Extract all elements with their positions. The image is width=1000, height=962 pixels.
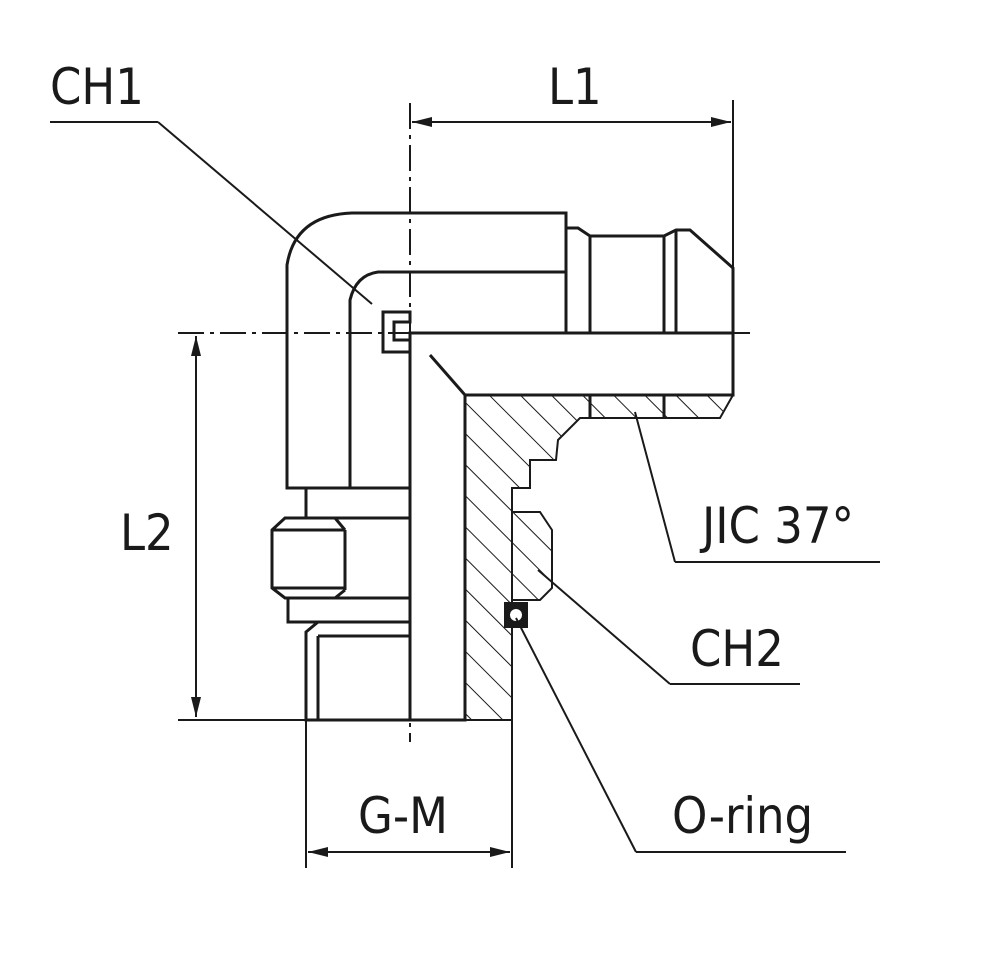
oring-dot: [510, 609, 522, 621]
section-chamfer: [428, 354, 467, 396]
ch2-leader: [537, 569, 671, 685]
jic-label: JIC 37°: [699, 497, 854, 555]
neck: [304, 486, 412, 520]
jic-leader: [634, 411, 676, 563]
ch2-label: CH2: [690, 620, 784, 678]
gm-label: G-M: [358, 787, 448, 845]
locknut-face-line-1: [333, 517, 347, 531]
section-bore: [408, 331, 735, 722]
locknut-section: [511, 511, 553, 601]
washer: [286, 596, 412, 624]
ch1-leader: [157, 121, 373, 305]
l2-label: L2: [120, 504, 174, 562]
elbow-inner-contour: [348, 270, 566, 488]
oring-leader: [515, 617, 637, 853]
l1-label: L1: [548, 58, 602, 116]
ch1-label: CH1: [50, 58, 144, 116]
oring-label: O-ring: [672, 787, 813, 845]
